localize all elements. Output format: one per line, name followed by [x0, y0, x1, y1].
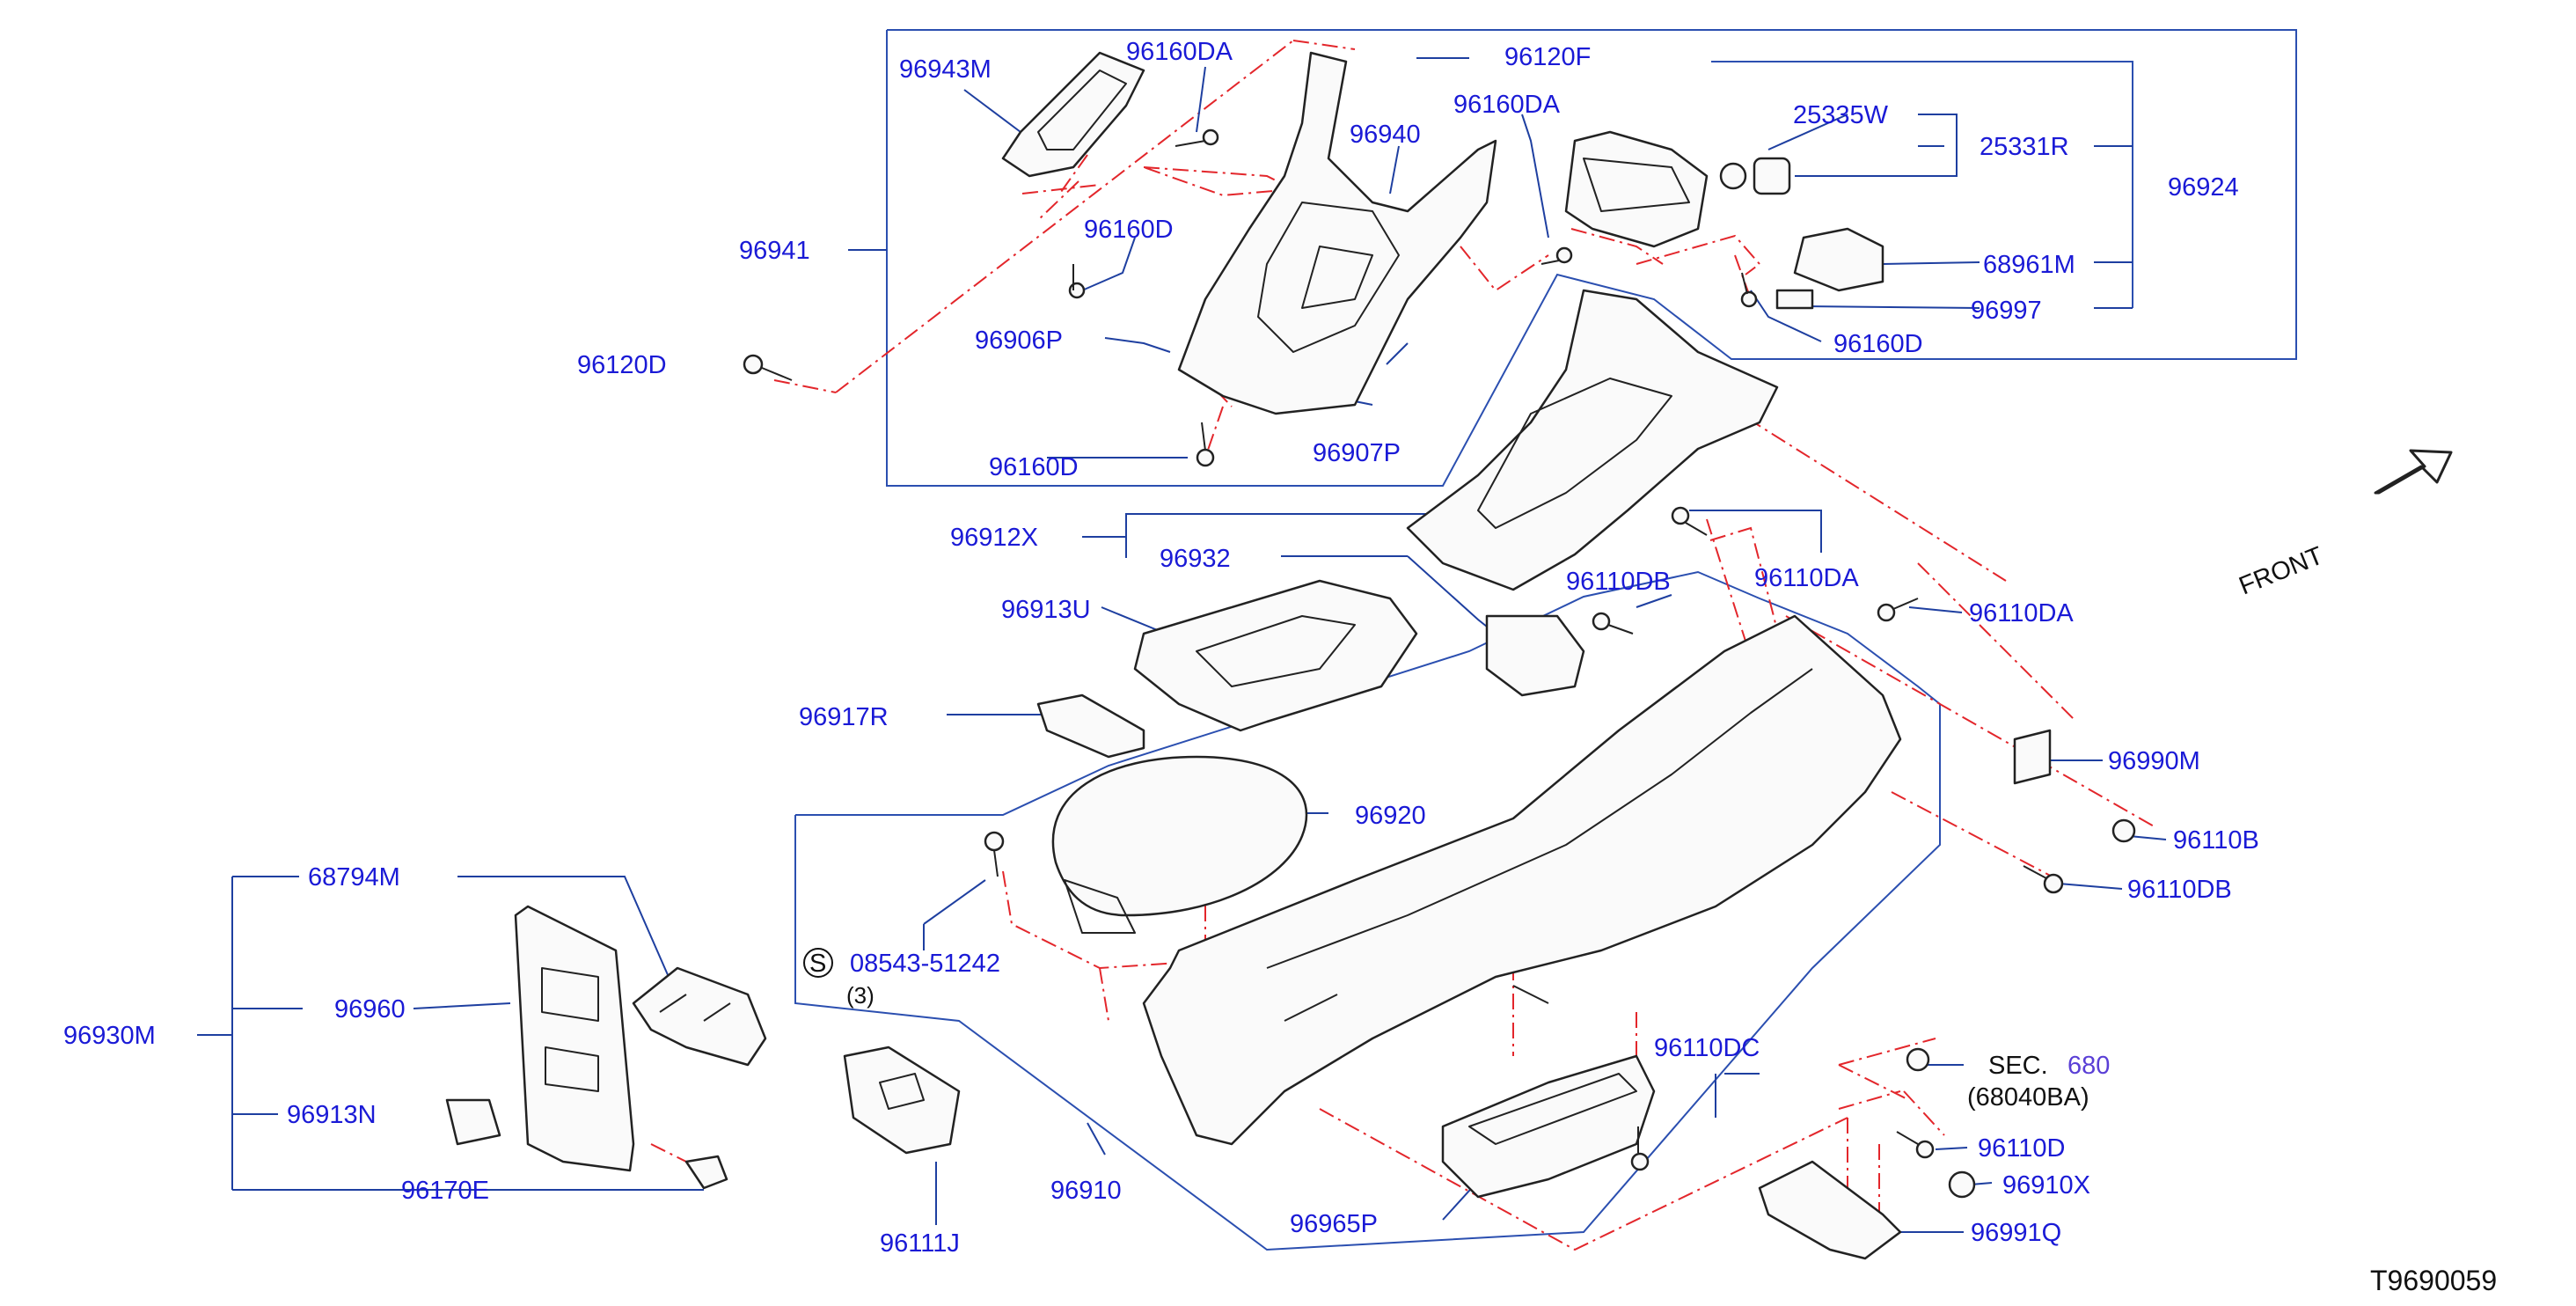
armrest-96920	[1051, 755, 1308, 934]
label-96910: 96910	[1050, 1177, 1122, 1205]
section-ref-prefix: SEC.	[1988, 1052, 2048, 1080]
label-96120d: 96120D	[577, 351, 667, 379]
label-96110d: 96110D	[1978, 1134, 2065, 1163]
label-96943m: 96943M	[899, 55, 992, 84]
screw-spec-qty: (3)	[846, 982, 875, 1009]
parts-artwork	[445, 51, 2136, 1260]
label-96907p: 96907P	[1313, 439, 1401, 467]
finisher-96940	[1177, 51, 1497, 415]
clip-96170e	[684, 1155, 728, 1190]
diagram-id: T9690059	[2370, 1265, 2497, 1296]
pocket-96932	[1485, 614, 1585, 697]
label-96932: 96932	[1160, 545, 1231, 573]
label-96997: 96997	[1971, 297, 2042, 325]
socket-25331r	[1719, 157, 1791, 195]
label-96924: 96924	[2168, 173, 2239, 202]
label-96940: 96940	[1350, 121, 1421, 149]
panel-96912x	[1406, 289, 1779, 591]
cover-96111j	[843, 1046, 961, 1155]
label-96913u: 96913U	[1001, 596, 1091, 624]
label-96912x: 96912X	[950, 524, 1038, 552]
label-96160d-b: 96160D	[1833, 330, 1923, 358]
label-25335w: 25335W	[1793, 101, 1889, 129]
label-96990m: 96990M	[2108, 747, 2200, 775]
label-96906p: 96906P	[975, 326, 1063, 355]
screw-spec: S 08543-51242 (3)	[803, 948, 1000, 1009]
cap-96913n	[445, 1098, 501, 1146]
label-96110db-right: 96110DB	[2127, 876, 2232, 904]
label-96110da-top: 96110DA	[1754, 564, 1859, 592]
label-96160da-top: 96160DA	[1126, 38, 1233, 66]
label-96111j: 96111J	[880, 1229, 960, 1258]
tray-96913u	[1133, 579, 1418, 732]
bracket-96917r	[1036, 693, 1145, 759]
label-96160d-c: 96160D	[989, 453, 1079, 481]
label-96941: 96941	[739, 237, 810, 265]
bracket-96991q	[1758, 1160, 1902, 1260]
console-96910	[1142, 614, 1902, 1146]
screws	[743, 128, 2136, 1199]
label-96913n: 96913N	[287, 1101, 377, 1129]
tray-96965p	[1441, 1054, 1656, 1199]
label-96110da-right: 96110DA	[1969, 599, 2074, 627]
bracket-96990m	[2013, 729, 2052, 785]
bezel-96943m	[1001, 51, 1145, 178]
label-96160d-a: 96160D	[1084, 216, 1174, 244]
screw-spec-symbol: S	[809, 950, 826, 978]
label-25331r: 25331R	[1980, 133, 2069, 161]
label-96110db-top: 96110DB	[1566, 568, 1671, 596]
label-68794m: 68794M	[308, 863, 400, 891]
label-96110b: 96110B	[2173, 826, 2259, 855]
label-96910x: 96910X	[2002, 1171, 2090, 1200]
section-ref-sub: (68040BA)	[1967, 1083, 2089, 1112]
section-ref-link[interactable]: 680	[2067, 1052, 2110, 1080]
label-96160da-mid: 96160DA	[1453, 91, 1561, 119]
label-96920: 96920	[1355, 802, 1426, 830]
ashtray-68961m	[1793, 227, 1884, 292]
label-96960: 96960	[334, 995, 406, 1024]
label-96965p: 96965P	[1290, 1210, 1378, 1238]
clip-96997	[1775, 289, 1814, 310]
label-96170e: 96170E	[401, 1177, 489, 1205]
front-label: FRONT	[2236, 541, 2328, 600]
part-labels: 96943M 96160DA 96120F 96160DA 25335W 253…	[63, 38, 2259, 1258]
front-arrow: FRONT	[2236, 449, 2453, 600]
label-96930m: 96930M	[63, 1022, 156, 1050]
label-96991q: 96991Q	[1971, 1219, 2061, 1247]
label-68961m: 68961M	[1983, 251, 2075, 279]
label-96110dc: 96110DC	[1654, 1034, 1760, 1062]
vent-68794m	[632, 966, 767, 1067]
bezel-96924	[1564, 130, 1709, 248]
section-ref: SEC. 680 (68040BA)	[1967, 1052, 2110, 1112]
screw-spec-part: 08543-51242	[850, 950, 1000, 978]
label-96120f: 96120F	[1504, 43, 1591, 71]
rear-console-96960	[514, 905, 635, 1172]
label-96917r: 96917R	[799, 703, 889, 731]
